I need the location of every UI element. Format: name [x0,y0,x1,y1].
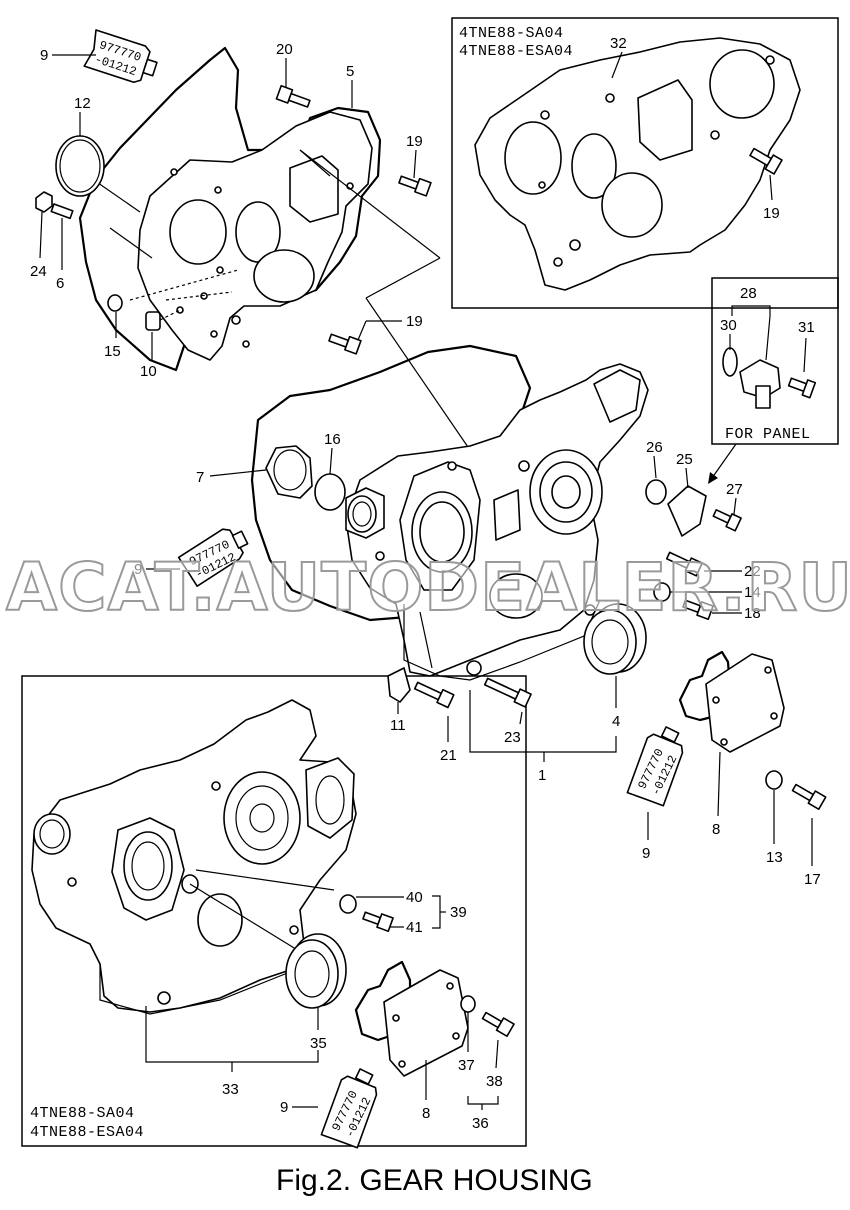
o-ring-15 [107,294,123,312]
callout-14: 14 [744,584,761,601]
o-ring-16 [314,473,346,511]
callout-10: 10 [140,363,157,380]
callout-4: 4 [612,713,620,730]
callout-9-top: 9 [40,47,48,64]
gasket-and-plate-5 [78,46,471,451]
callout-20: 20 [276,41,293,58]
callout-31: 31 [798,319,815,336]
cover-8-bottom [354,960,469,1077]
callout-27: 27 [726,481,743,498]
washer-13 [765,770,783,790]
callout-19-upper: 19 [406,133,423,150]
cover-8-right [678,650,785,753]
o-ring-26 [645,479,667,505]
callout-38: 38 [486,1073,503,1090]
callout-23: 23 [504,729,521,746]
inset-top-right-line-1: 4TNE88-SA04 [459,25,564,42]
callout-8-bottom: 8 [422,1105,430,1122]
bolt-22 [665,551,703,577]
bolt-23 [483,677,532,708]
callout-37: 37 [458,1057,475,1074]
callout-11: 11 [390,717,406,734]
inset-top-right-line-2: 4TNE88-ESA04 [459,43,573,60]
callout-22: 22 [744,563,761,580]
bolt-17 [791,783,827,810]
callout-41: 41 [406,919,423,936]
bolt-38 [481,1011,515,1037]
cap-7 [265,445,313,499]
sealant-tube-9-middle: 977770 -01212 [177,528,249,587]
oil-seal-4 [583,603,647,675]
bolt-21 [413,681,455,709]
callout-1: 1 [538,767,546,784]
watermark: ACAT.AUTODEALER.RU [6,549,850,626]
bolt-20 [275,84,311,108]
inset-panel-text: FOR PANEL [725,426,811,443]
cover-25 [667,485,707,537]
sealant-tube-9-right: 977770 -01212 [626,726,684,807]
callout-13: 13 [766,849,783,866]
inset-bottom-left-line-2: 4TNE88-ESA04 [30,1124,144,1141]
bolt-18 [682,599,714,621]
stud-6-nut-24 [35,191,74,220]
callout-18: 18 [744,605,761,622]
callout-12: 12 [74,95,91,112]
callout-35: 35 [310,1035,327,1052]
callout-17: 17 [804,871,821,888]
callout-32: 32 [610,35,627,52]
bolt-19-lower [328,333,362,355]
clamp-11 [387,667,411,703]
callout-6: 6 [56,275,64,292]
inset-panel: FOR PANEL 28 30 31 [708,277,839,484]
callout-15: 15 [104,343,121,360]
callout-28: 28 [740,285,757,302]
washer-40 [339,894,357,914]
callout-25: 25 [676,451,693,468]
sealant-tube-9-top: 977770 -01212 [83,29,158,84]
callout-36: 36 [472,1115,489,1132]
callout-9-bottom: 9 [280,1099,288,1116]
inset-bottom-left-line-1: 4TNE88-SA04 [30,1105,135,1122]
callout-30: 30 [720,317,737,334]
bolt-27 [712,509,742,532]
callout-26: 26 [646,439,663,456]
sealant-tube-9-bottom: 977770 -01212 [320,1068,378,1149]
o-ring-12 [55,135,105,197]
callout-5: 5 [346,63,354,80]
callout-7: 7 [196,469,204,486]
callout-21: 21 [440,747,457,764]
oil-seal-35 [285,933,347,1009]
gear-housing-33 [31,699,357,1015]
callout-16: 16 [324,431,341,448]
callout-19-lower: 19 [406,313,423,330]
callout-9-middle: 9 [134,561,142,578]
figure-caption: Fig.2. GEAR HOUSING [276,1164,593,1197]
dowel-pin-10 [145,311,161,331]
bolt-41 [362,911,394,933]
inset-top-right: 4TNE88-SA04 4TNE88-ESA04 32 19 [451,17,839,309]
callout-33: 33 [222,1081,239,1098]
callout-40: 40 [406,889,423,906]
callout-19-inset: 19 [763,205,780,222]
inset-bottom-left: 4TNE88-SA04 4TNE88-ESA04 [21,675,527,1147]
callout-8-right: 8 [712,821,720,838]
callout-24: 24 [30,263,47,280]
bolt-19-upper [398,175,432,197]
washer-37 [460,995,476,1013]
callout-39: 39 [450,904,467,921]
callout-9-right: 9 [642,845,650,862]
gear-housing-1 [250,344,649,681]
